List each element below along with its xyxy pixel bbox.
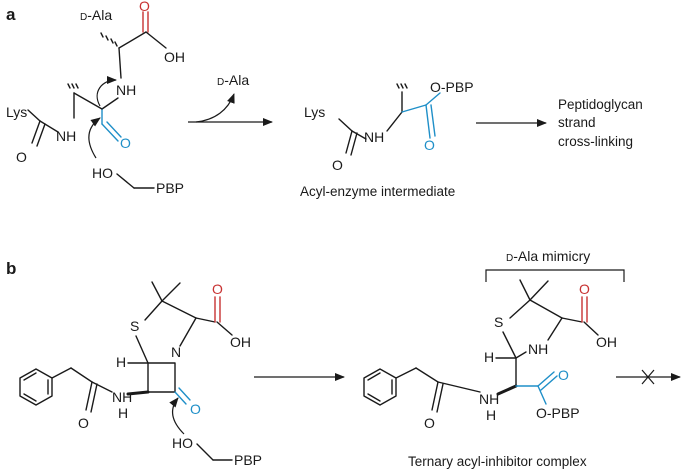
oh-b: OH xyxy=(230,334,251,350)
crosslinking-outcome: Peptidoglycan strand cross-linking xyxy=(558,97,643,149)
acyl-enzyme-structure: Lys O NH O O-PBP xyxy=(304,79,474,173)
acyl-inhibitor-structure: O NH H H O O-PBP S NH O OH xyxy=(363,279,617,431)
lys-label-2: Lys xyxy=(304,104,325,120)
amide-o-label: O xyxy=(16,149,27,165)
nh-upper-label: NH xyxy=(116,82,136,98)
panel-a-label: a xyxy=(6,5,16,24)
blue-o-c: O xyxy=(558,367,569,383)
oh-label: OH xyxy=(164,49,185,65)
ho-label: HO xyxy=(92,165,113,181)
d-ala-label: D-Ala xyxy=(80,7,112,23)
amide-o-b: O xyxy=(78,415,89,431)
nh-lower-label: NH xyxy=(56,128,76,144)
reaction-arrow-1: D-Ala xyxy=(188,72,273,126)
o-pbp-label: O-PBP xyxy=(430,79,474,95)
nh-ring-c: NH xyxy=(528,341,548,357)
lactam-n: N xyxy=(171,344,181,360)
blue-o-label-2: O xyxy=(424,137,435,153)
sulfur-s: S xyxy=(130,318,139,334)
penicillin-structure: O NH H O N H S O OH HO PBP xyxy=(19,281,262,468)
h-b-subscript: H xyxy=(118,405,128,421)
ho-b: HO xyxy=(172,435,193,451)
amide-o-c: O xyxy=(424,415,435,431)
lys-label: Lys xyxy=(6,104,27,120)
pbp-b: PBP xyxy=(234,452,262,468)
substrate-structure: D-Ala O OH NH O NH Lys O xyxy=(6,0,185,196)
panel-b-label: b xyxy=(6,259,16,278)
mimicry-bracket: D-Ala mimicry xyxy=(485,248,625,282)
nh-label-2: NH xyxy=(364,129,384,145)
nh-b: NH xyxy=(112,389,132,405)
lactam-o: O xyxy=(190,401,201,417)
nh-c: NH xyxy=(479,391,499,407)
h-c-subscript: H xyxy=(486,407,496,423)
outcome-line-2: strand xyxy=(558,115,596,130)
acid-o-c: O xyxy=(579,281,590,297)
oh-c: OH xyxy=(596,334,617,350)
outcome-line-1: Peptidoglycan xyxy=(558,97,643,112)
mimicry-label: D-Ala mimicry xyxy=(506,248,590,264)
blocked-arrow xyxy=(616,369,681,385)
sulfur-s-c: S xyxy=(494,314,503,330)
ring-h: H xyxy=(116,354,126,370)
ring-h-c: H xyxy=(484,349,494,365)
ternary-caption: Ternary acyl-inhibitor complex xyxy=(408,454,587,469)
pbp-label: PBP xyxy=(156,180,184,196)
outcome-line-3: cross-linking xyxy=(558,134,633,149)
amide-o-label-2: O xyxy=(332,157,343,173)
carbonyl-o-label: O xyxy=(139,0,150,14)
d-ala-leaving: D-Ala xyxy=(217,72,249,88)
o-pbp-c: O-PBP xyxy=(536,405,580,421)
acyl-enzyme-caption: Acyl-enzyme intermediate xyxy=(300,184,455,199)
blue-o-label: O xyxy=(120,135,131,151)
acid-o-b: O xyxy=(212,281,223,297)
